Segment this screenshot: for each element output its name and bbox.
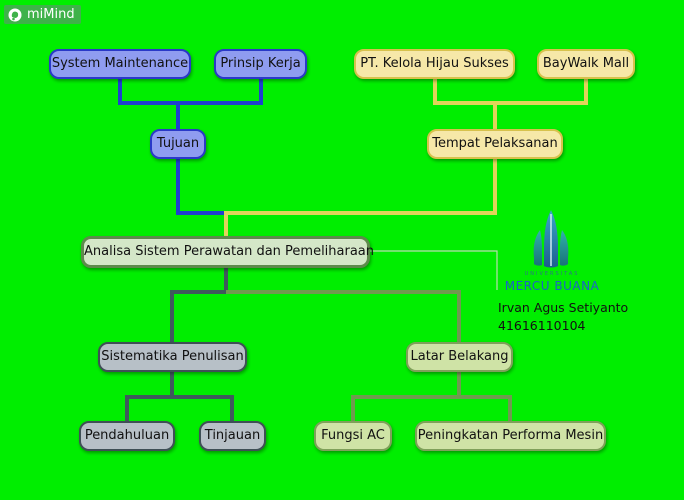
brand-name: miMind — [27, 7, 75, 22]
connector-baywalk — [495, 78, 588, 105]
connector-system-maintenance — [118, 78, 178, 105]
connector-pendahuluan — [125, 372, 174, 422]
connector-pt-kelola — [433, 78, 495, 105]
node-system-maintenance[interactable]: System Maintenance — [49, 49, 191, 79]
node-fungsi-ac[interactable]: Fungsi AC — [314, 421, 392, 451]
node-root[interactable]: Analisa Sistem Perawatan dan Pemeliharaa… — [81, 236, 374, 268]
connector-root-latar — [226, 290, 461, 343]
connector-root-sistematika — [170, 267, 228, 343]
university-name: MERCU BUANA — [504, 279, 600, 293]
connector-tujuan-root — [176, 158, 226, 215]
node-tinjauan[interactable]: Tinjauan — [199, 421, 266, 451]
node-baywalk[interactable]: BayWalk Mall — [537, 49, 635, 79]
university-small-caps: UNIVERSITAS — [524, 271, 580, 277]
connector-prinsip-kerja — [178, 78, 263, 105]
node-pendahuluan[interactable]: Pendahuluan — [79, 421, 175, 451]
node-sistematika[interactable]: Sistematika Penulisan — [98, 342, 247, 372]
connector-fungsi-ac — [351, 372, 461, 422]
node-pt-kelola[interactable]: PT. Kelola Hijau Sukses — [354, 49, 515, 79]
node-prinsip-kerja[interactable]: Prinsip Kerja — [214, 49, 307, 79]
node-tujuan[interactable]: Tujuan — [150, 129, 206, 159]
connector-author-leader — [369, 250, 498, 290]
mercu-buana-logo-icon — [533, 210, 569, 268]
connector-tempat-root — [224, 158, 497, 237]
mimind-brand[interactable]: miMind — [4, 5, 81, 24]
author-name: Irvan Agus Setiyanto — [498, 300, 629, 315]
connector-tinjauan — [172, 395, 234, 422]
node-tempat-pelaksanan[interactable]: Tempat Pelaksanan — [427, 129, 563, 159]
author-id: 41616110104 — [498, 318, 586, 333]
connector-peningkatan — [459, 395, 512, 422]
mimind-logo-icon — [8, 8, 22, 21]
node-latar-belakang[interactable]: Latar Belakang — [406, 342, 513, 372]
node-peningkatan[interactable]: Peningkatan Performa Mesin — [415, 421, 606, 451]
